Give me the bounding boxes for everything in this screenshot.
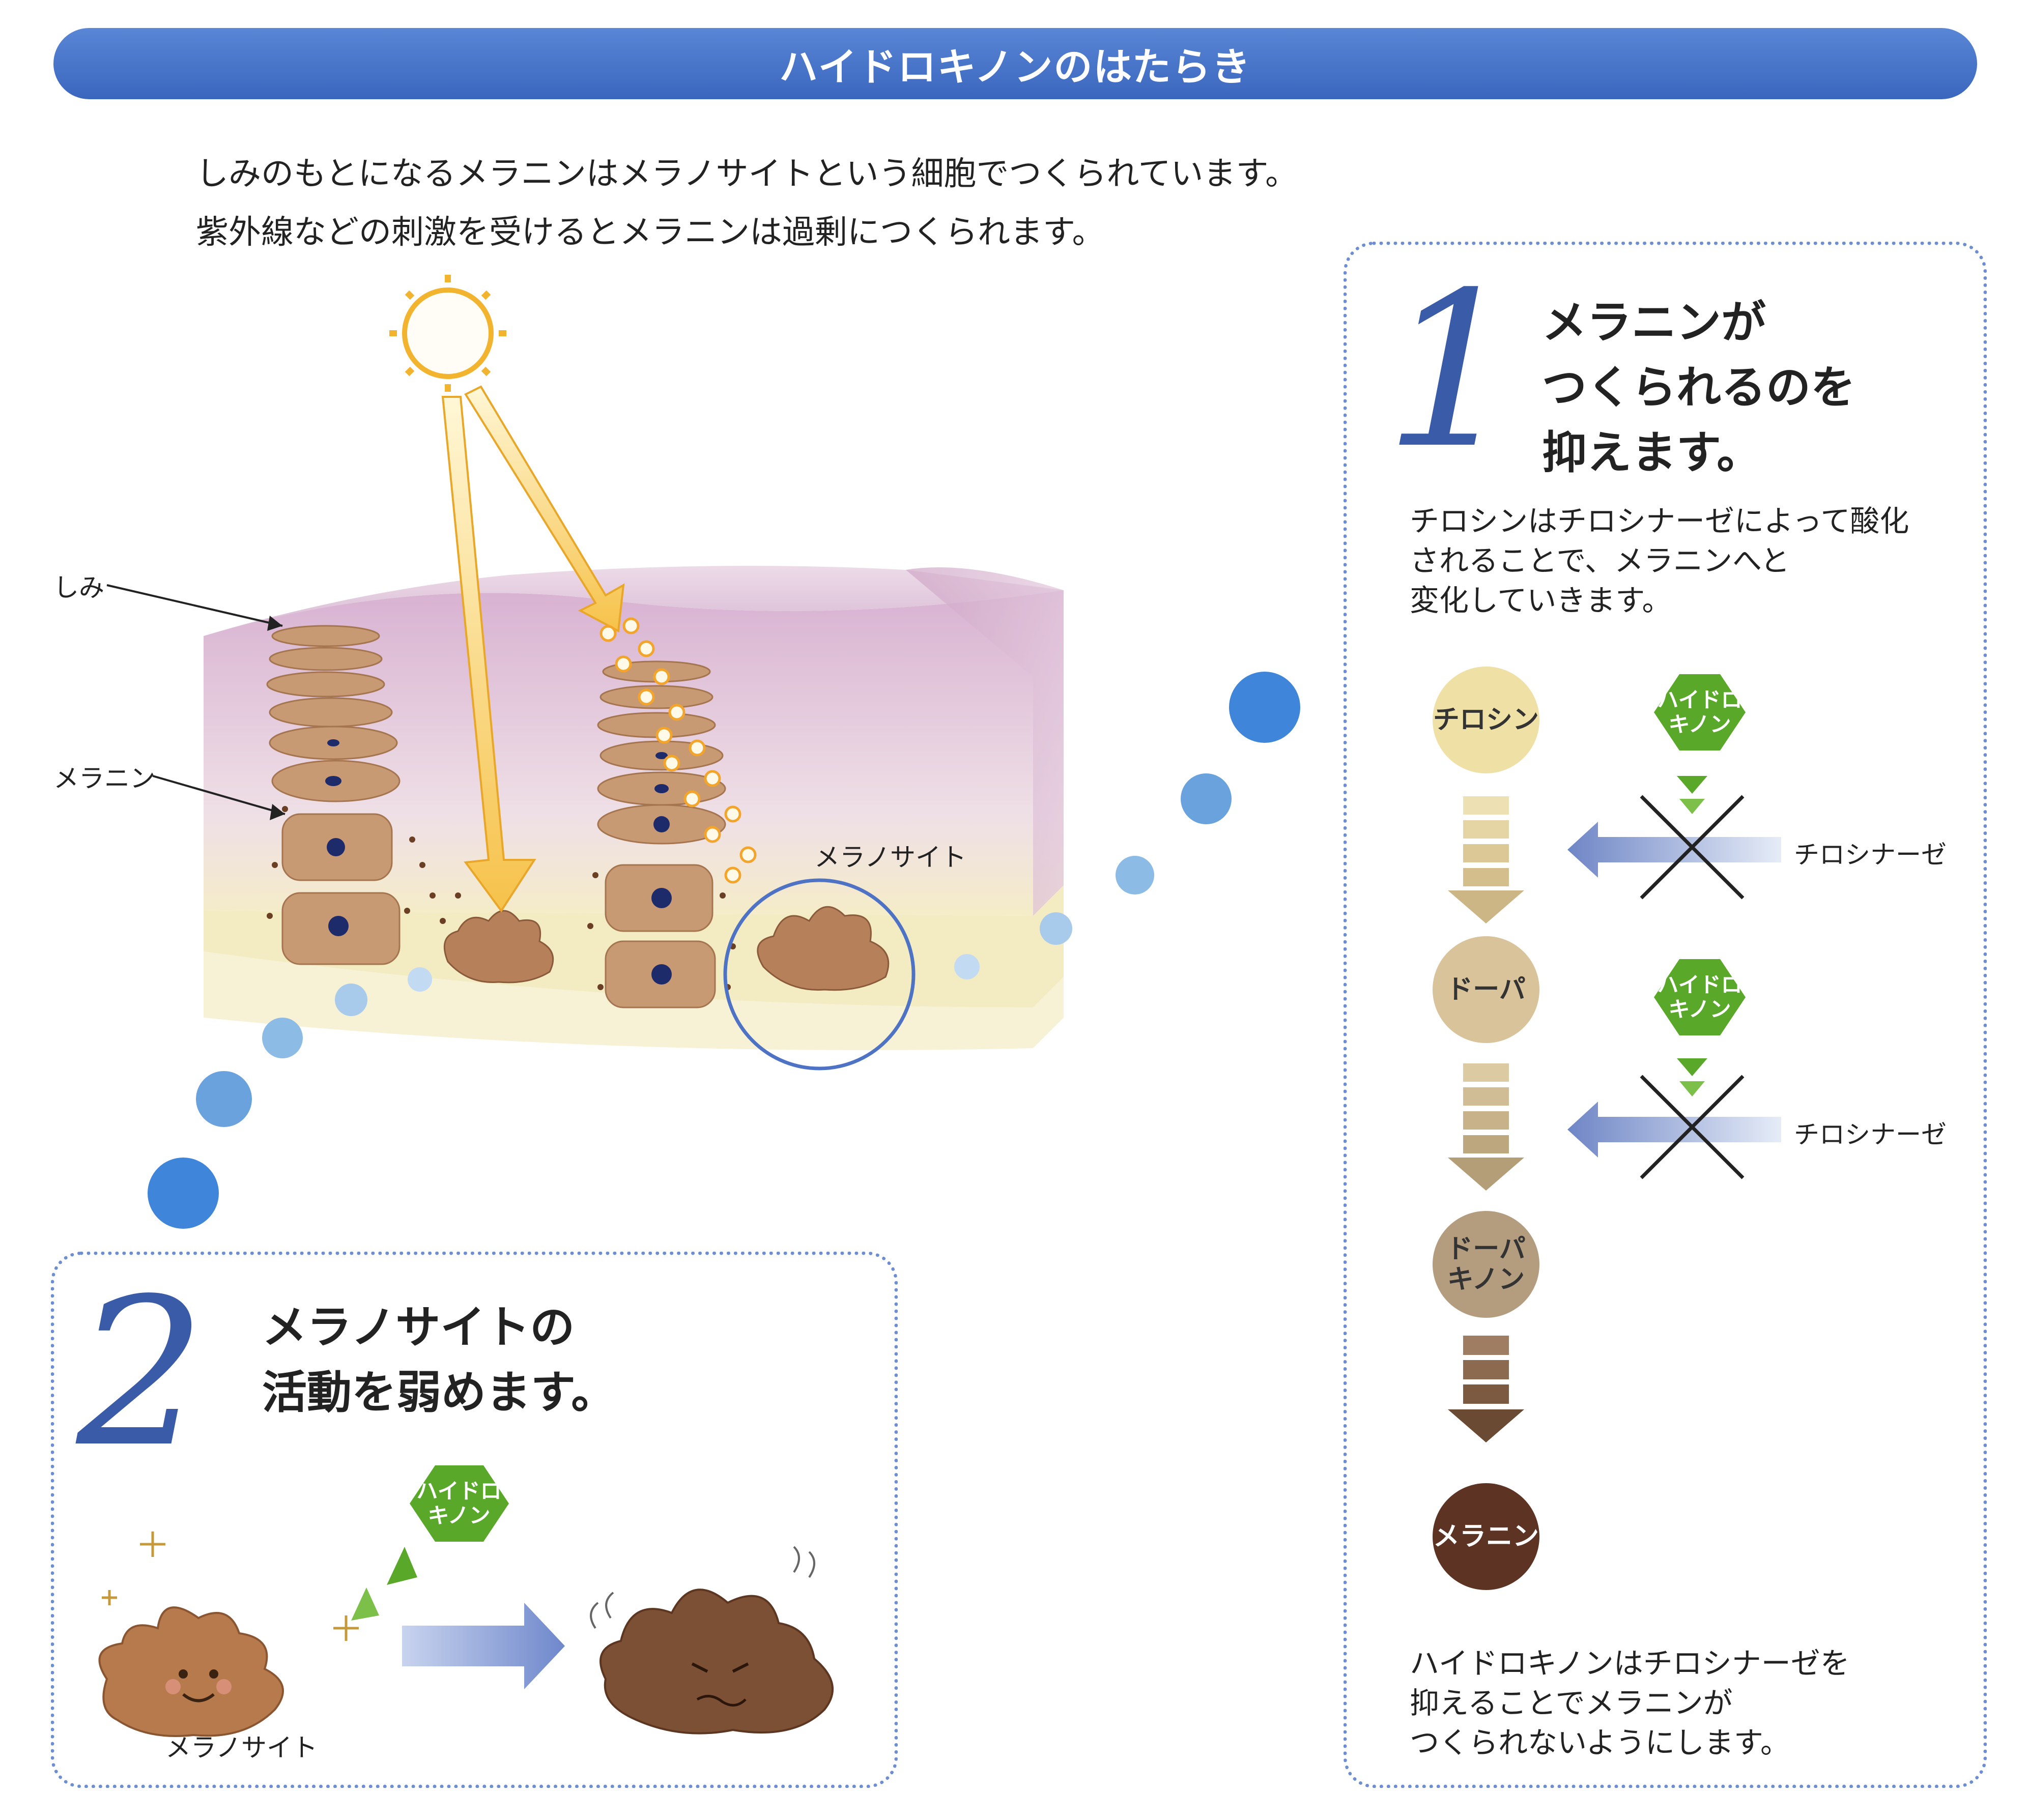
intro-line-1: しみのもとになるメラニンはメラノサイトという細胞でつくられています。 xyxy=(196,155,1298,193)
uv-particles xyxy=(599,617,757,884)
label-shimi: しみ xyxy=(53,573,104,602)
tyrosinase-block-1 xyxy=(1567,776,1781,900)
connector-dots xyxy=(148,672,1300,1229)
hydroquinone-triangle-2 xyxy=(351,1587,379,1621)
box-1-description-line-3: 変化していきます。 xyxy=(1410,583,1672,618)
box-1-number: 1 xyxy=(1384,247,1521,496)
flow-arrow-3 xyxy=(1448,1336,1524,1442)
hydroquinone-label-2: ハイドロ キノン xyxy=(1657,972,1743,1022)
tyrosinase-label-1: チロシナーゼ xyxy=(1794,840,1947,870)
melanocyte-right xyxy=(757,906,890,991)
uv-beam-arrows xyxy=(441,385,625,913)
box-1-footer-line-1: ハイドロキノンはチロシナーゼを xyxy=(1410,1646,1850,1681)
hydroquinone-triangle-1 xyxy=(387,1547,417,1585)
cell-stack-left xyxy=(266,625,401,965)
flow-arrow-1 xyxy=(1448,796,1524,923)
box-1-heading: メラニンが つくられるのを 抑えます。 xyxy=(1542,290,1855,485)
melanocyte-caption: メラノサイト xyxy=(165,1733,318,1763)
hydroquinone-label-3: ハイドロ キノン xyxy=(416,1479,502,1528)
node-tyrosine: チロシン xyxy=(1433,667,1539,773)
node-dopaquinone: ドーパ キノン xyxy=(1433,1211,1539,1318)
box-1-heading-line-1: メラニンが xyxy=(1542,296,1766,349)
node-dopa: ドーパ xyxy=(1433,936,1539,1043)
node-melanin: メラニン xyxy=(1433,1483,1539,1590)
hydroquinone-label-1: ハイドロ キノン xyxy=(1657,687,1743,737)
label-melanin: メラニン xyxy=(53,764,155,793)
melanocyte-left xyxy=(443,910,554,984)
tyrosinase-label-2: チロシナーゼ xyxy=(1794,1120,1947,1149)
page-title: ハイドロキノンのはたらき xyxy=(779,44,1251,90)
flow-arrow-2 xyxy=(1448,1063,1524,1191)
hydroquinone-hexagon-3 xyxy=(410,1465,509,1542)
happy-melanocyte-icon xyxy=(98,1606,284,1737)
box-2-heading: メラノサイトの 活動を弱めます。 xyxy=(262,1295,616,1425)
box-1-description: チロシンはチロシナーゼによって酸化 されることで、メラニンへと 変化していきます… xyxy=(1410,501,1909,620)
box-1-footer: ハイドロキノンはチロシナーゼを 抑えることでメラニンが つくられないようにします… xyxy=(1410,1643,1850,1763)
label-melanocyte: メラノサイト xyxy=(814,843,966,872)
shimi-pointer xyxy=(106,584,283,627)
box-2-heading-line-2: 活動を弱めます。 xyxy=(262,1366,616,1419)
box-2-heading-line-1: メラノサイトの xyxy=(262,1301,575,1353)
sun-icon xyxy=(389,275,506,392)
box-2-number: 2 xyxy=(76,1255,206,1492)
box-1-inhibit-melanin xyxy=(1344,242,1987,1788)
tyrosinase-block-2 xyxy=(1567,1058,1781,1179)
intro-line-2: 紫外線などの刺激を受けるとメラニンは過剰につくられます。 xyxy=(196,214,1105,251)
weak-melanocyte-icon xyxy=(590,1546,834,1735)
box-1-description-line-2: されることで、メラニンへと xyxy=(1410,543,1790,578)
sparkle-icons xyxy=(102,1532,359,1641)
box-1-heading-line-2: つくられるのを xyxy=(1542,361,1856,414)
box-1-heading-line-3: 抑えます。 xyxy=(1542,426,1762,479)
hydroquinone-hexagon-2 xyxy=(1654,959,1746,1035)
box-1-description-line-1: チロシンはチロシナーゼによって酸化 xyxy=(1410,504,1909,538)
hydroquinone-hexagon-1 xyxy=(1654,674,1746,750)
box-1-footer-line-2: 抑えることでメラニンが xyxy=(1410,1686,1733,1720)
cell-nuclei xyxy=(325,739,672,985)
weaken-arrow xyxy=(402,1603,565,1689)
box-2-weaken-melanocyte xyxy=(51,1252,898,1788)
melanin-pointer xyxy=(152,775,285,815)
title-banner: ハイドロキノンのはたらき xyxy=(53,28,1977,99)
box-1-footer-line-3: つくられないようにします。 xyxy=(1410,1725,1790,1760)
melanocyte-highlight-circle xyxy=(723,878,916,1071)
